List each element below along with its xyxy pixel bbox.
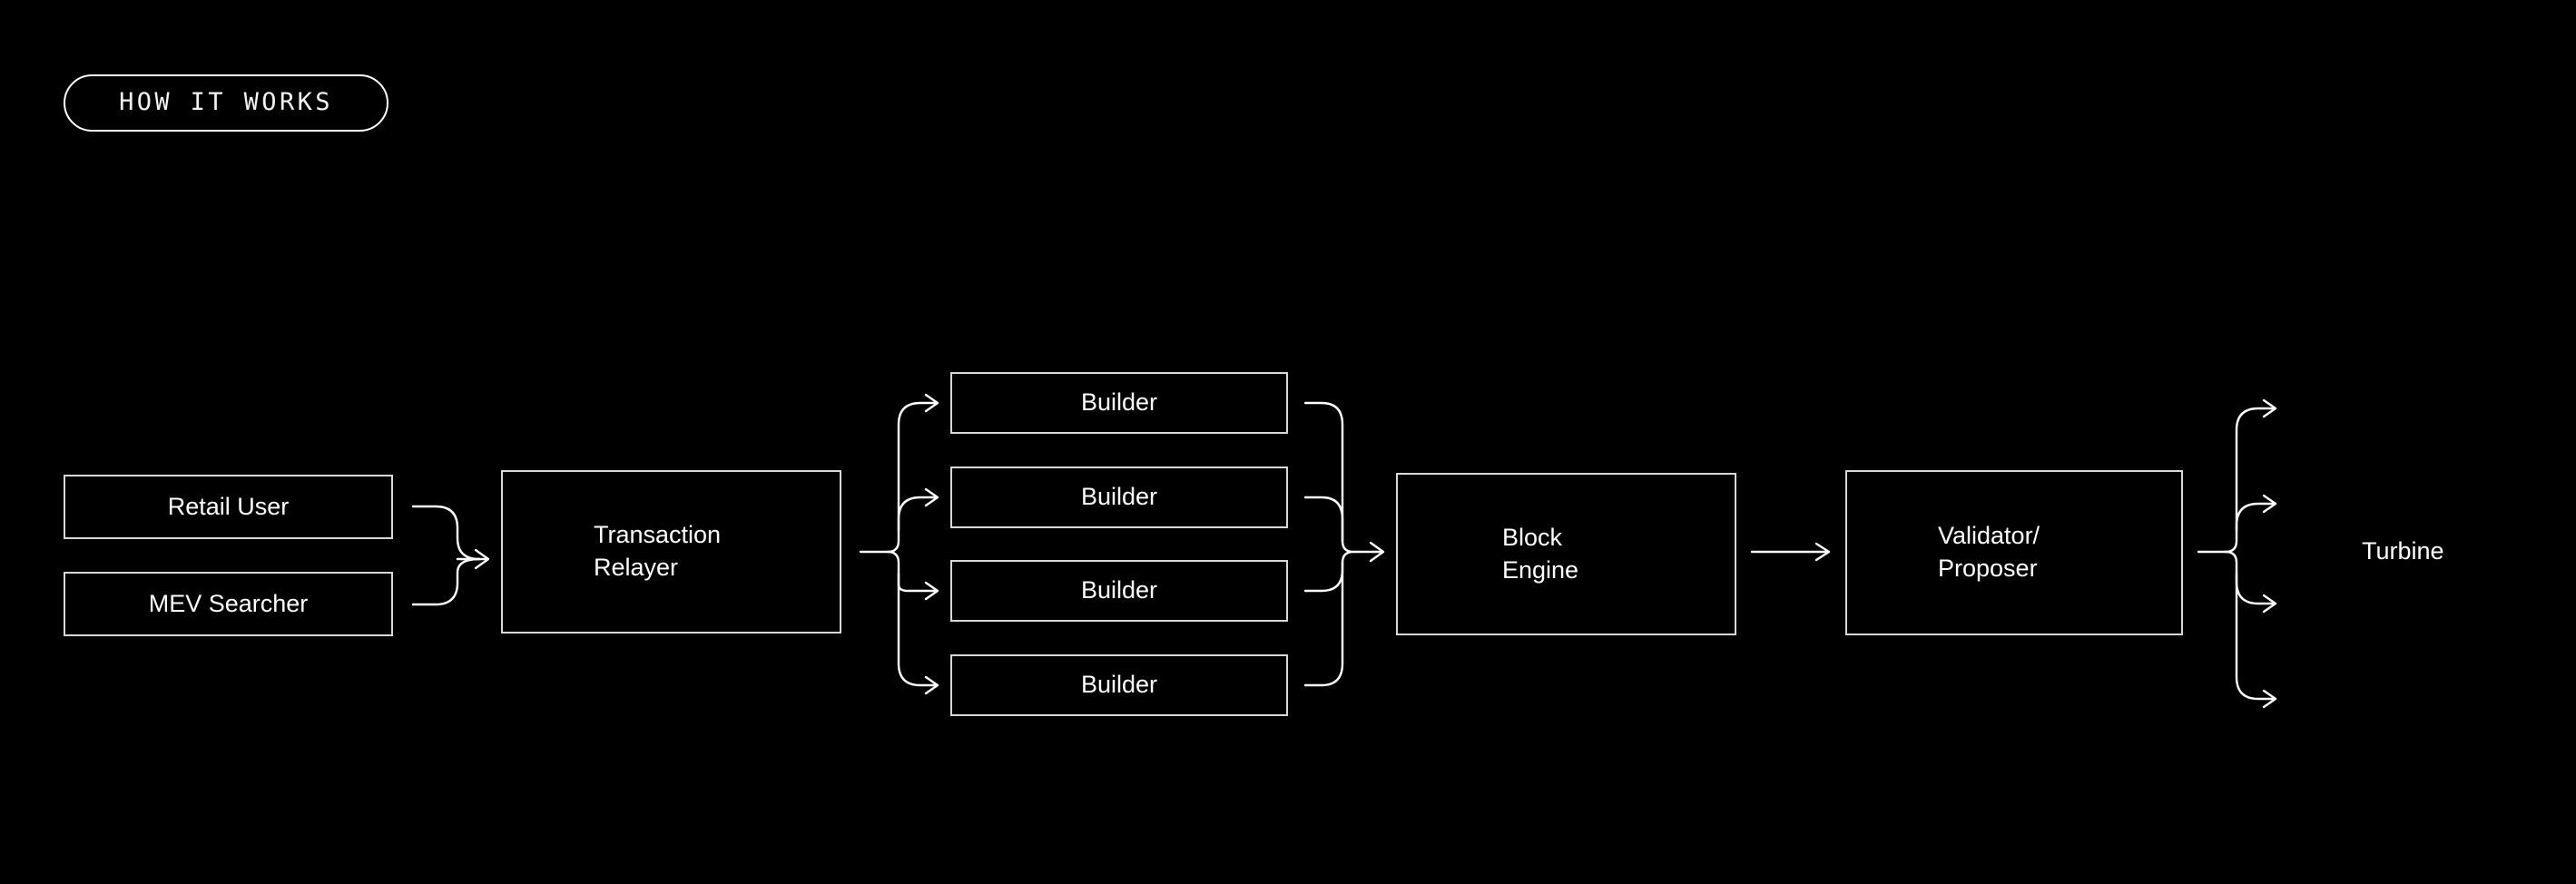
- badge-label: HOW IT WORKS: [119, 88, 333, 116]
- edge-builders-merge-arrow: [1341, 539, 1384, 565]
- edge-validator-split-upper: [2224, 528, 2238, 554]
- arrowhead-turbine-4: [2262, 689, 2277, 709]
- edge-validator-to-turbine-1: [2235, 407, 2276, 532]
- node-builder-1: Builder: [950, 372, 1288, 434]
- arrowhead-builder-1: [924, 393, 939, 413]
- arrowhead-builder-2: [924, 487, 939, 507]
- node-validator-proposer: Validator/ Proposer: [1845, 470, 2183, 635]
- node-mev-searcher: MEV Searcher: [64, 572, 393, 636]
- node-block-engine-label: Block Engine: [1502, 523, 1579, 584]
- edge-validator-split-lower: [2224, 550, 2238, 575]
- node-builder-2-label: Builder: [1080, 483, 1158, 511]
- edge-relayer-split-lower: [886, 550, 900, 575]
- edge-builder-1-to-block-engine: [1303, 401, 1344, 543]
- arrowhead-block-engine: [1369, 541, 1385, 563]
- edge-builder-3-to-block-engine: [1303, 561, 1344, 593]
- edge-relayer-to-builder-1: [897, 401, 939, 532]
- node-block-engine: Block Engine: [1396, 473, 1736, 635]
- how-it-works-badge: HOW IT WORKS: [64, 74, 388, 132]
- node-transaction-relayer-label: Transaction Relayer: [594, 521, 722, 581]
- node-builder-3-label: Builder: [1080, 576, 1158, 604]
- arrowhead-validator: [1814, 542, 1831, 562]
- edge-relayer-split-upper: [886, 528, 900, 554]
- node-turbine-label: Turbine: [2362, 537, 2444, 565]
- edge-retail-user-to-relayer: [411, 505, 481, 561]
- edge-validator-to-turbine-4: [2235, 572, 2276, 701]
- arrowhead-turbine-1: [2262, 398, 2277, 418]
- arrowhead-builder-3: [924, 581, 939, 601]
- edge-builder-4-to-block-engine: [1303, 561, 1344, 687]
- node-builder-4-label: Builder: [1080, 671, 1158, 699]
- node-builder-2: Builder: [950, 467, 1288, 528]
- node-builder-4: Builder: [950, 654, 1288, 716]
- node-mev-searcher-label: MEV Searcher: [148, 589, 309, 617]
- node-retail-user-label: Retail User: [167, 492, 290, 520]
- edge-validator-to-turbine-2: [2235, 502, 2276, 532]
- node-builder-3: Builder: [950, 560, 1288, 622]
- arrowhead-turbine-3: [2262, 594, 2277, 614]
- arrowhead-relayer: [474, 548, 490, 570]
- edge-relayer-to-builder-2: [897, 496, 939, 532]
- arrowhead-builder-4: [924, 675, 939, 695]
- edge-validator-to-turbine-3: [2235, 572, 2276, 605]
- edge-mev-searcher-to-relayer: [411, 557, 481, 606]
- arrowhead-turbine-2: [2262, 494, 2277, 514]
- node-builder-1-label: Builder: [1080, 388, 1158, 417]
- edge-relayer-to-builder-4: [897, 572, 939, 687]
- edge-builder-2-to-block-engine: [1303, 496, 1344, 543]
- node-retail-user: Retail User: [64, 475, 393, 539]
- node-transaction-relayer: Transaction Relayer: [501, 470, 841, 634]
- node-validator-proposer-label: Validator/ Proposer: [1938, 522, 2040, 582]
- edge-relayer-to-builder-3: [897, 572, 939, 593]
